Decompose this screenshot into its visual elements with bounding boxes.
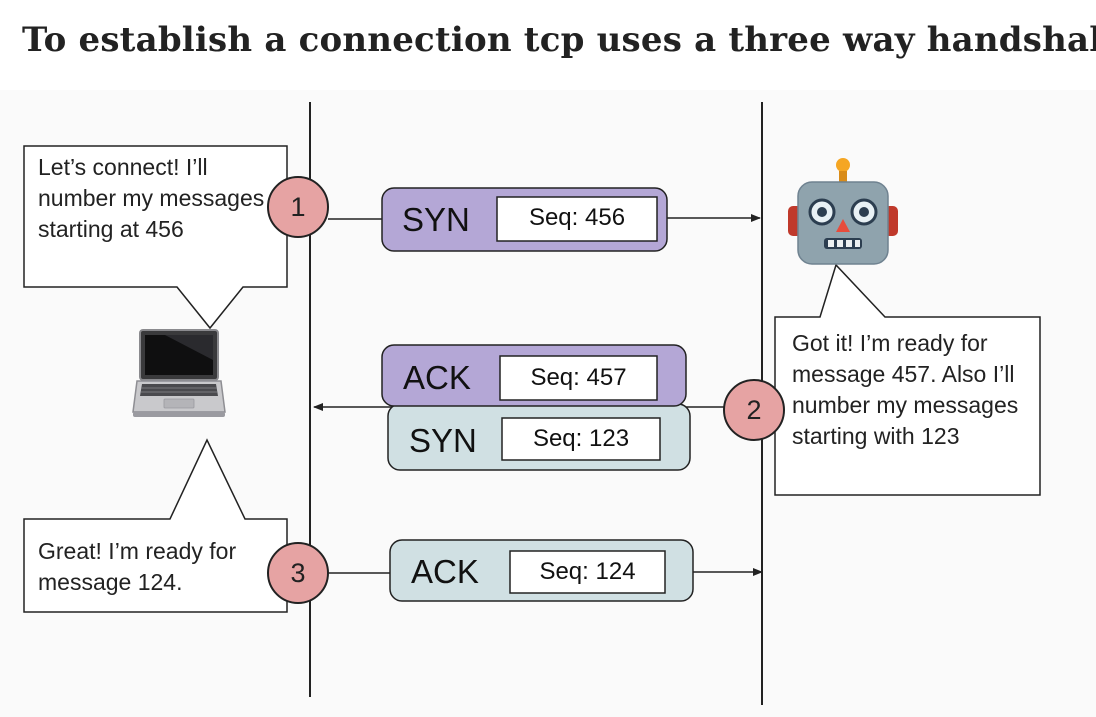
packet-syn-456-seq-box: [496, 196, 658, 242]
speech-bubble-1: [23, 145, 288, 330]
packet-ack-457-seq-box: [499, 355, 658, 401]
packet-syn-123-seq-box: [501, 417, 661, 461]
robot-icon: [788, 158, 898, 265]
step-3-number: 3: [290, 558, 306, 588]
packet-ack-457-seq: Seq: 457: [530, 364, 627, 391]
packet-ack-124-seq: Seq: 124: [539, 558, 636, 585]
packet-ack-124-seq-box: [509, 550, 666, 594]
packet-syn-123-seq: Seq: 123: [532, 425, 630, 452]
speech-bubble-3: [23, 438, 288, 613]
diagram-graphics: [23, 102, 1041, 705]
bubble-3-text: Great! I’m ready for message 124.: [38, 538, 237, 595]
laptop-icon: [132, 329, 226, 417]
handshake-diagram: Let’s connect! I’ll number my messages s…: [0, 90, 1096, 717]
step-2-circle: [723, 379, 785, 441]
packet-syn-123-type: SYN: [409, 422, 477, 459]
packet-syn-456-seq: Seq: 456: [528, 204, 626, 231]
bubble-1-text: Let’s connect! I’ll number my messages s…: [38, 154, 265, 242]
step-2-number: 2: [746, 395, 762, 425]
packet-syn-456-type: SYN: [402, 201, 470, 238]
step-3-circle: [267, 542, 329, 604]
bubble-2-text: Got it! I’m ready for message 457. Also …: [792, 330, 1019, 449]
step-1-number: 1: [290, 192, 306, 222]
packet-ack-457-type: ACK: [403, 359, 471, 396]
page-title: To establish a connection tcp uses a thr…: [22, 20, 1096, 60]
speech-bubble-2: [774, 263, 1041, 496]
packet-ack-124-type: ACK: [411, 553, 479, 590]
step-1-circle: [267, 176, 329, 238]
